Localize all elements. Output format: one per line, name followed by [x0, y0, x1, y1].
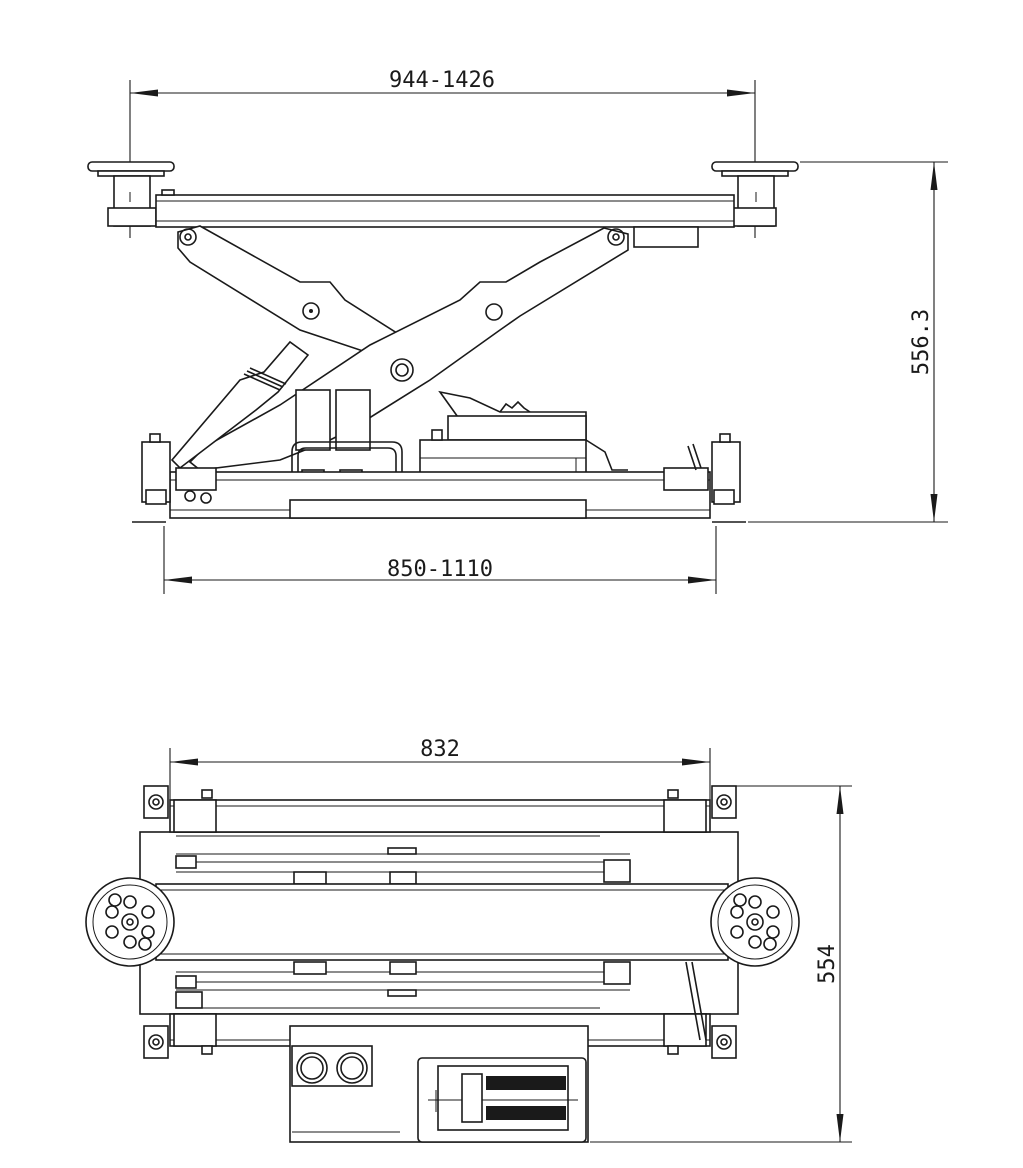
top-view-width-dimension: 832 [169, 737, 711, 800]
height-label: 556.3 [909, 309, 934, 375]
hydraulic-cylinder [170, 340, 310, 470]
base-width-dimension: 850-1110 [163, 526, 717, 594]
top-view-center-beam [155, 883, 729, 961]
front-view: 944-1426 556.3 850-1110 [87, 68, 948, 594]
base-frame [169, 443, 711, 519]
top-view-right-pad [710, 877, 800, 967]
top-view-depth-label: 554 [815, 944, 840, 984]
top-width-label: 944-1426 [389, 68, 495, 93]
top-view-left-pad [85, 877, 175, 967]
top-view-depth-dimension: 554 [590, 785, 852, 1143]
top-view-corner-bolts [143, 785, 737, 1059]
left-lift-pad [87, 161, 175, 227]
top-view-pump-unit [289, 1025, 589, 1143]
base-width-label: 850-1110 [387, 557, 493, 582]
top-view-width-label: 832 [420, 737, 460, 762]
top-view-internal-rails [175, 835, 707, 1041]
pump-handle-frame [291, 441, 403, 500]
top-width-dimension: 944-1426 [129, 68, 756, 238]
scissor-arm-a [177, 225, 402, 359]
height-dimension: 556.3 [748, 161, 948, 523]
left-end-bracket [132, 433, 171, 523]
top-view: 832 554 [85, 737, 852, 1143]
right-end-bracket [711, 433, 746, 523]
top-beam [155, 189, 735, 248]
top-view-corner-blocks [173, 799, 707, 1047]
